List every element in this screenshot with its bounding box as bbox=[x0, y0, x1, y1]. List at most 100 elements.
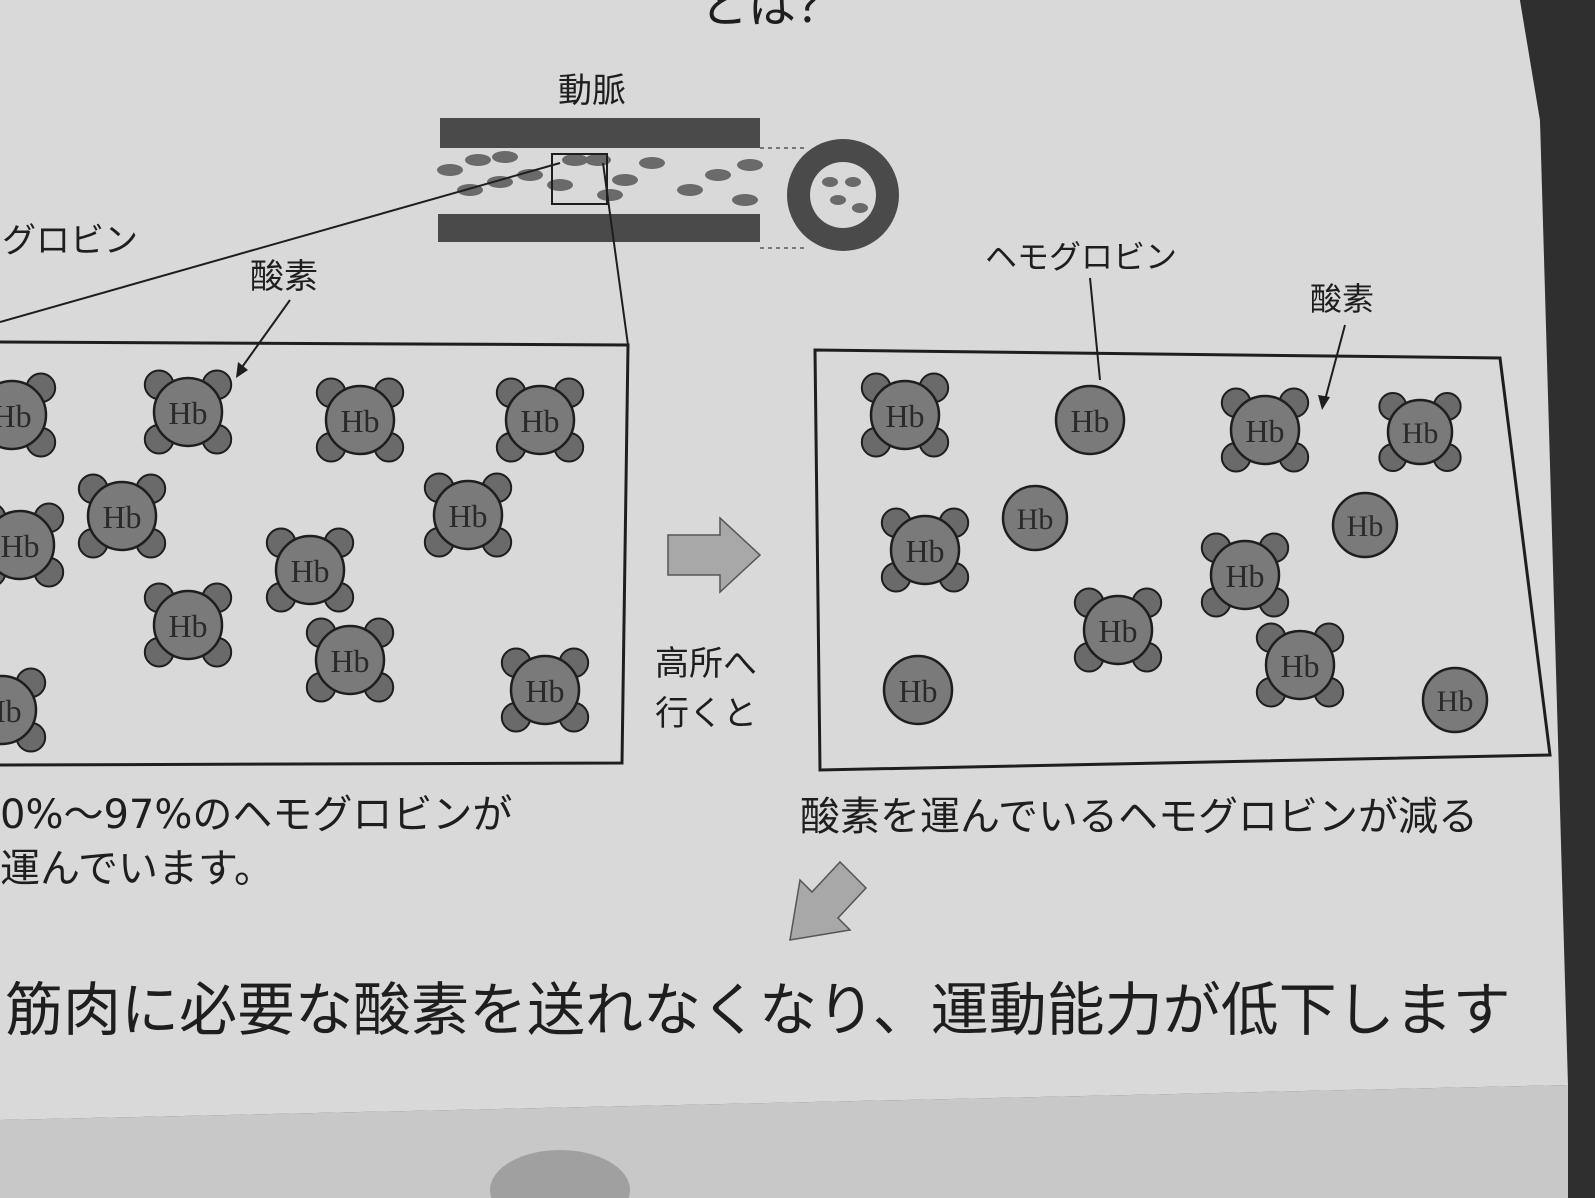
lumen-cell bbox=[830, 195, 846, 205]
blood-cell bbox=[585, 154, 611, 166]
hb-molecule: Hb bbox=[423, 472, 513, 558]
left-caption-line2: 運んでいます。 bbox=[0, 846, 274, 892]
blood-cell bbox=[517, 169, 543, 181]
hb-body bbox=[1229, 394, 1301, 466]
hb-molecule: Hb bbox=[0, 502, 65, 588]
hb-molecule: Hb bbox=[1200, 532, 1290, 618]
hb-molecule: Hb bbox=[1421, 666, 1489, 734]
right-hemoglobin-label: ヘモグロビン bbox=[985, 238, 1177, 276]
hb-molecule: Hb bbox=[1054, 384, 1126, 456]
artery-wall-bottom bbox=[438, 214, 760, 242]
lumen-cell bbox=[852, 203, 868, 213]
right-oxygen-pointer bbox=[1324, 324, 1346, 401]
hb-molecule: Hb bbox=[0, 372, 57, 458]
hb-molecule: Hb bbox=[1073, 587, 1163, 673]
hb-body bbox=[0, 674, 38, 746]
hb-body bbox=[152, 376, 224, 448]
artery-blood-cells bbox=[437, 151, 763, 206]
right-arrow-icon bbox=[667, 516, 762, 594]
hb-label: Hb bbox=[1225, 558, 1264, 594]
hb-body bbox=[1264, 629, 1336, 701]
hb-label: Hb bbox=[898, 673, 937, 709]
hb-body bbox=[0, 379, 48, 451]
transition: 高所へ 行くと bbox=[655, 516, 762, 734]
paper-sheet bbox=[0, 0, 1568, 1120]
hb-body bbox=[314, 624, 386, 696]
hb-body bbox=[432, 479, 504, 551]
hb-body bbox=[1421, 666, 1489, 734]
hb-molecule: Hb bbox=[1255, 622, 1345, 708]
zoom-line-left bbox=[0, 162, 561, 323]
left-hemoglobin-label: グロビン bbox=[2, 221, 138, 261]
hb-molecule: Hb bbox=[880, 507, 970, 593]
hb-molecule: Hb bbox=[1378, 391, 1462, 473]
hb-label: Hb bbox=[1245, 413, 1284, 449]
blood-cell bbox=[437, 164, 463, 176]
lumen-cell bbox=[822, 177, 838, 187]
left-caption-line1: 0%～97%のヘモグロビンが bbox=[0, 792, 512, 838]
hb-label: Hb bbox=[330, 643, 369, 679]
hb-molecule: Hb bbox=[305, 617, 395, 703]
hb-body bbox=[274, 534, 346, 606]
hb-body bbox=[86, 480, 158, 552]
hb-body bbox=[1001, 484, 1069, 552]
hb-molecule: Hb bbox=[315, 377, 405, 463]
left-oxygen-arrowhead bbox=[236, 362, 248, 378]
finger-shadow bbox=[490, 1150, 630, 1198]
conclusion-text: 筋肉に必要な酸素を送れなくなり、運動能力が低下します bbox=[5, 976, 1511, 1044]
right-panel-frame bbox=[813, 348, 1552, 772]
hb-label: Hb bbox=[0, 528, 39, 564]
down-left-arrow-icon bbox=[789, 860, 868, 941]
hb-molecule: Hb bbox=[882, 654, 954, 726]
blood-cell bbox=[597, 189, 623, 201]
hb-label: Hb bbox=[1070, 403, 1109, 439]
artery-lumen bbox=[810, 162, 876, 228]
blood-cell bbox=[732, 194, 758, 206]
blood-cell bbox=[639, 157, 665, 169]
hb-body bbox=[889, 514, 961, 586]
hb-molecule: Hb bbox=[143, 369, 233, 455]
hb-body bbox=[869, 379, 941, 451]
hb-molecule: Hb bbox=[1001, 484, 1069, 552]
hb-label: Hb bbox=[102, 499, 141, 535]
hb-molecule: Hb bbox=[860, 372, 950, 458]
hb-label: Hb bbox=[1347, 510, 1384, 543]
hb-molecule: Hb bbox=[1331, 491, 1399, 559]
hb-body bbox=[152, 589, 224, 661]
artery-wall-top bbox=[440, 118, 760, 148]
hb-label: Hb bbox=[1098, 613, 1137, 649]
blood-cell bbox=[492, 151, 518, 163]
transition-label-line2: 行くと bbox=[655, 694, 757, 734]
hb-molecule: Hb bbox=[500, 647, 590, 733]
hb-label: Hb bbox=[905, 533, 944, 569]
blood-cell bbox=[677, 184, 703, 196]
hb-label: Hb bbox=[1402, 417, 1439, 450]
blood-cell bbox=[705, 169, 731, 181]
artery-illustration: 動脈 bbox=[437, 71, 899, 251]
header-partial-text: とは？ bbox=[700, 0, 844, 34]
zoom-box bbox=[551, 153, 608, 205]
right-hemoglobin-pointer bbox=[1089, 277, 1101, 381]
zoom-line-right bbox=[602, 162, 629, 346]
hb-label: Hb bbox=[168, 608, 207, 644]
hb-body bbox=[1331, 491, 1399, 559]
hb-label: Hb bbox=[448, 498, 487, 534]
hb-label: Hb bbox=[290, 553, 329, 589]
hb-body bbox=[1386, 398, 1454, 466]
hb-label: Hb bbox=[168, 395, 207, 431]
blood-cell bbox=[465, 154, 491, 166]
right-oxygen-arrowhead bbox=[1318, 395, 1330, 410]
left-oxygen-pointer bbox=[239, 299, 291, 371]
blood-cell bbox=[547, 179, 573, 191]
desk-edge bbox=[1520, 0, 1595, 1198]
hb-molecule: Hb bbox=[0, 667, 47, 753]
hb-body bbox=[1054, 384, 1126, 456]
blood-cell bbox=[737, 159, 763, 171]
desk-bottom bbox=[0, 1085, 1568, 1198]
hb-body bbox=[1082, 594, 1154, 666]
artery-label: 動脈 bbox=[558, 71, 626, 111]
